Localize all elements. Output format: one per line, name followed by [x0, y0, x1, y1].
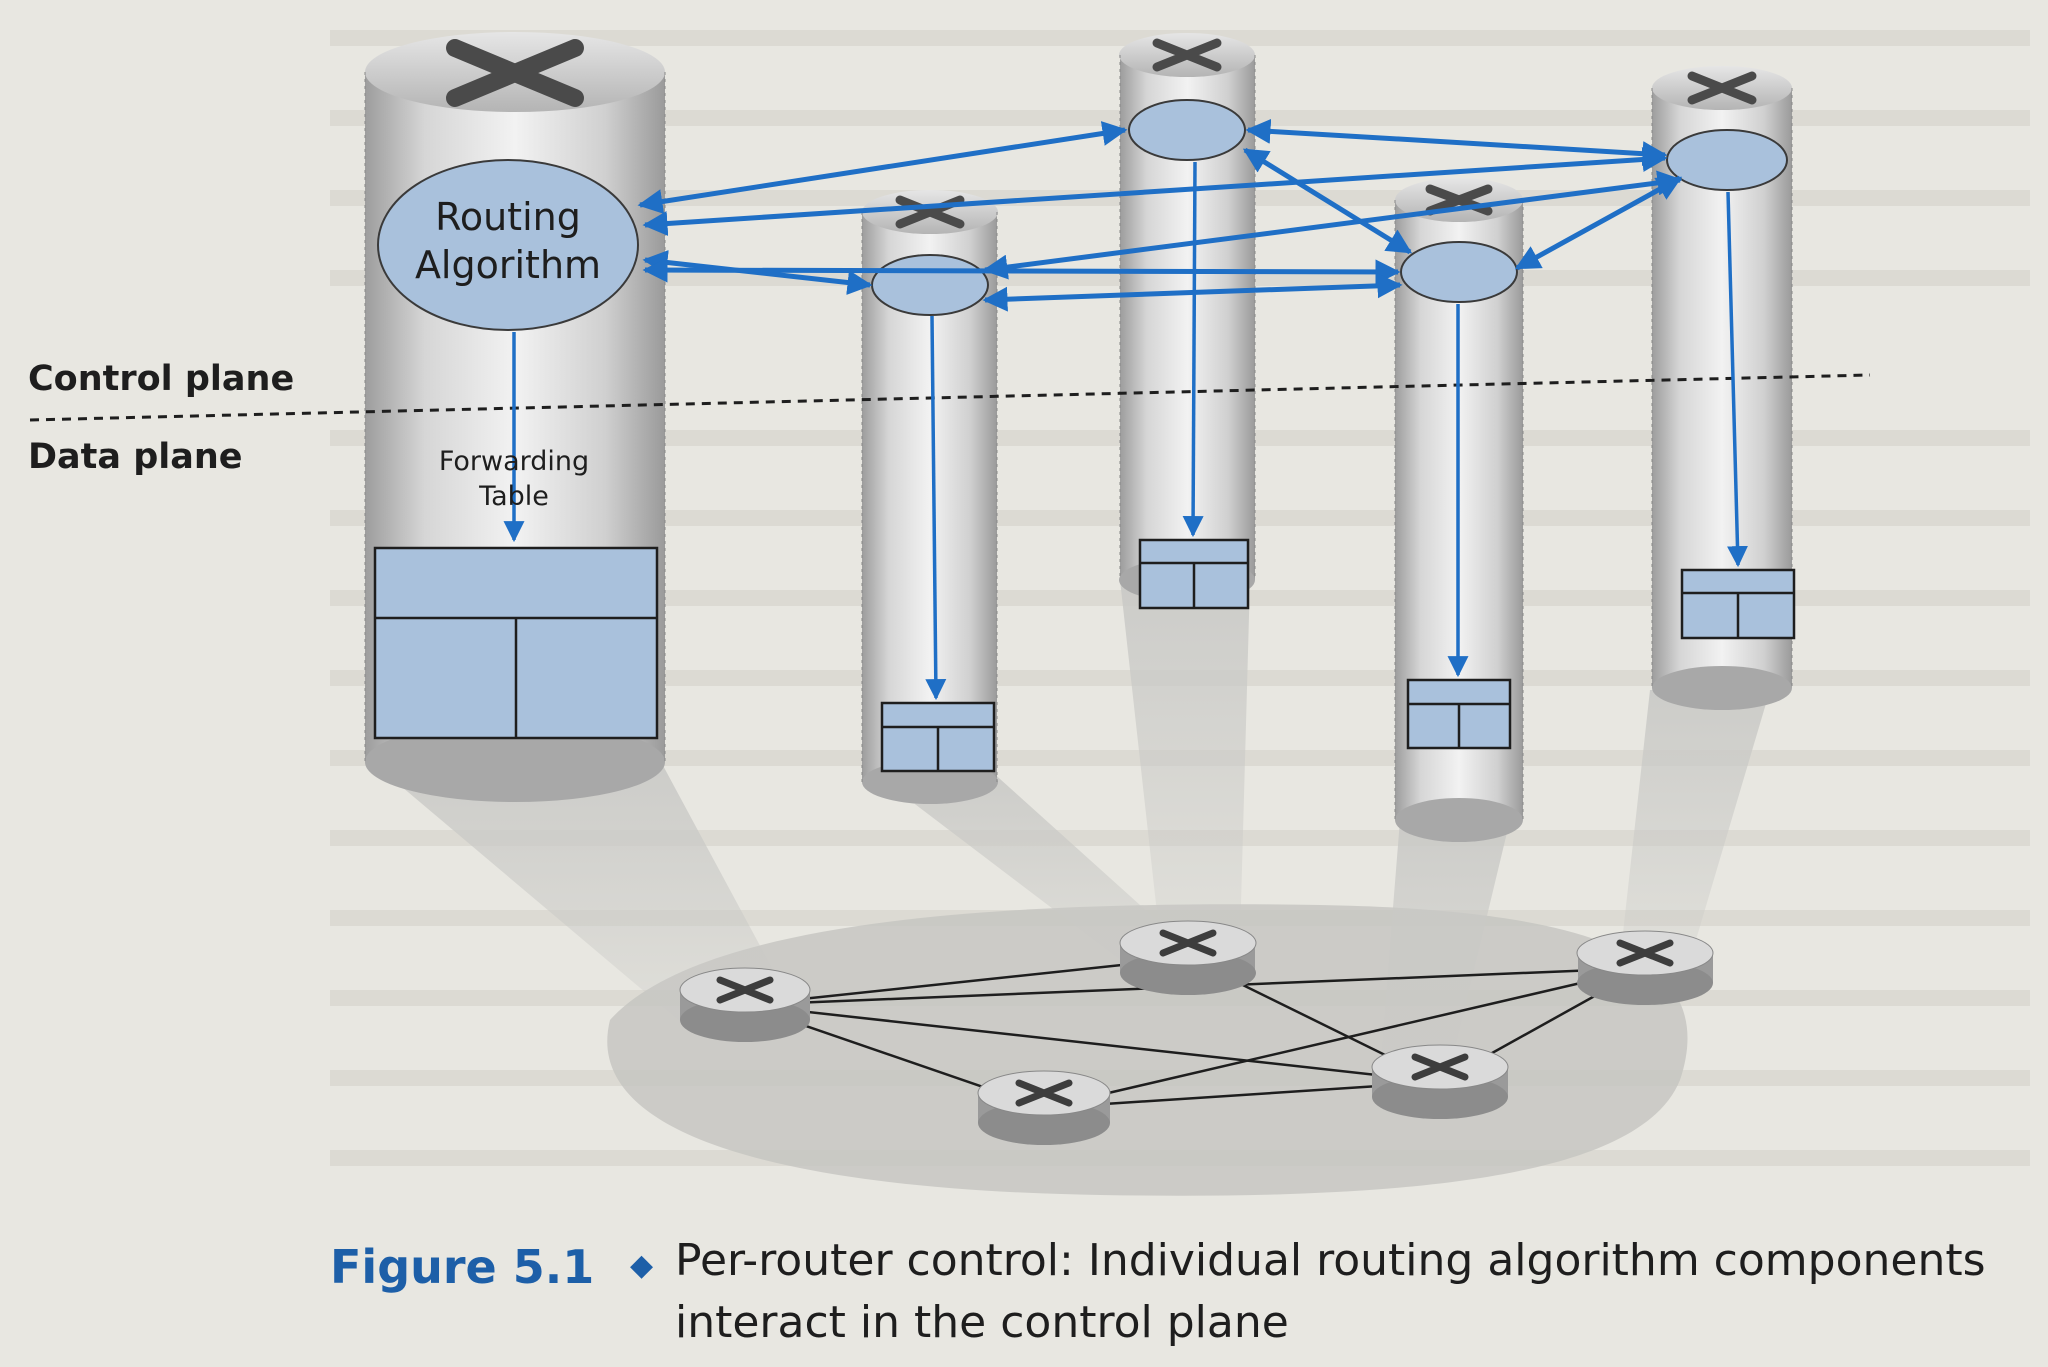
- forwarding-table-4: [1406, 678, 1512, 750]
- forwarding-tables: [373, 538, 1796, 773]
- caption-separator: ◆: [630, 1248, 654, 1283]
- router-icon-2: [1119, 920, 1257, 995]
- routing-algorithm-label-line1: Routing: [435, 195, 581, 239]
- router-icon-1: [679, 967, 811, 1042]
- forwarding-table-3: [1138, 538, 1250, 610]
- routing-algorithm-ellipse-2: [871, 254, 989, 316]
- routing-algorithm-label-line2: Algorithm: [415, 243, 601, 287]
- router-icon-5: [1371, 1044, 1509, 1119]
- plane-divider: [29, 373, 1871, 422]
- projection-beams: [370, 580, 1770, 1070]
- routing-algorithm-ellipse-5: [1666, 129, 1788, 191]
- forwarding-table-label-line1: Forwarding: [439, 446, 589, 477]
- routing-algorithm-ellipse-3: [1128, 99, 1246, 161]
- caption-text: Per-router control: Individual routing a…: [675, 1235, 1986, 1348]
- table-install-arrows: [503, 161, 1748, 701]
- router-icon-4: [977, 1070, 1111, 1145]
- routing-algorithm-ellipse-4: [1400, 241, 1518, 303]
- forwarding-table-5: [1680, 568, 1796, 640]
- data-plane-label: Data plane: [28, 437, 243, 477]
- physical-routers: [679, 920, 1714, 1145]
- figure-number: Figure 5.1: [330, 1240, 595, 1294]
- control-plane-label: Control plane: [28, 359, 294, 399]
- forwarding-table-label-line2: Table: [478, 481, 549, 512]
- forwarding-table-2: [880, 701, 996, 773]
- router-icon-3: [1576, 930, 1714, 1005]
- control-message-arrows: [637, 118, 1683, 312]
- routing-algorithm-ellipse-main: [377, 159, 639, 331]
- forwarding-table-large: [373, 546, 659, 740]
